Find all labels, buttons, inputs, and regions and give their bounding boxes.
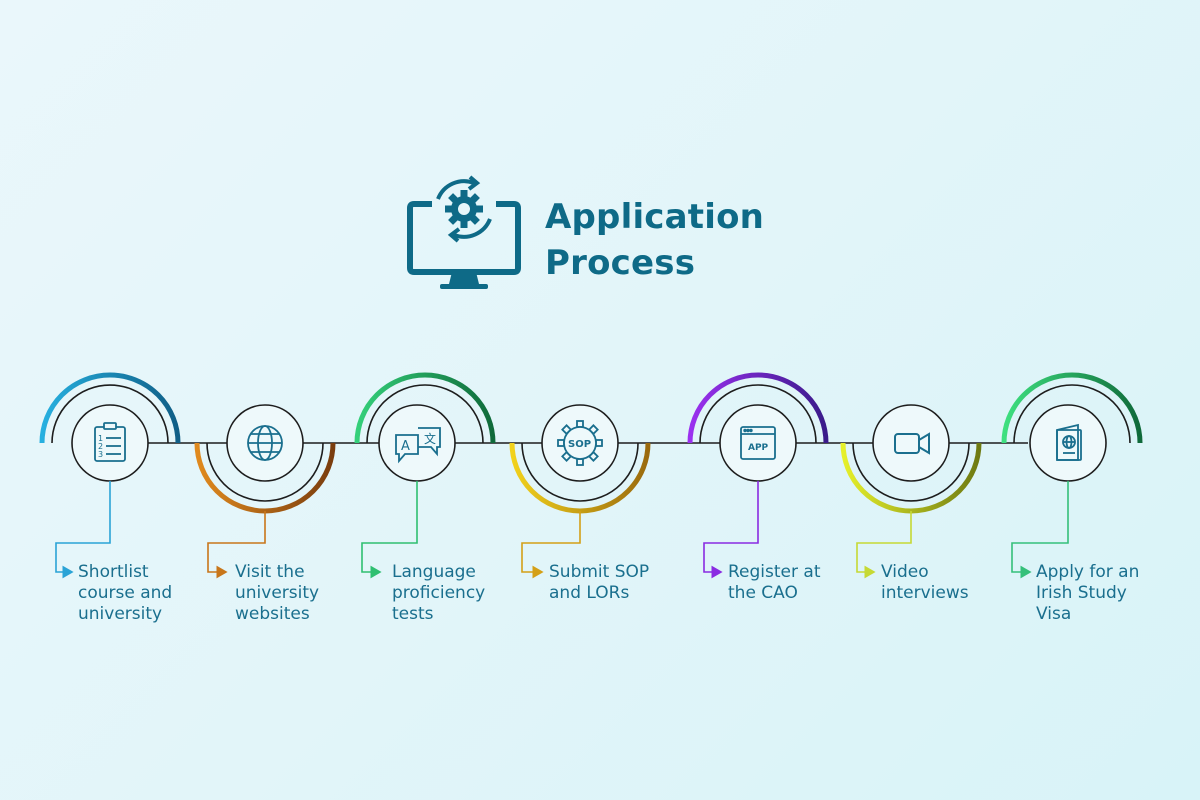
- step-3-color-arc: [354, 372, 496, 444]
- step-1-color-arc: [39, 372, 181, 444]
- step-3-label: Language proficiency tests: [392, 562, 486, 624]
- step-3-node: A 文: [354, 372, 496, 579]
- step-1-node: 1 2 3: [39, 372, 181, 579]
- app-window-icon: APP: [740, 426, 776, 460]
- svg-text:APP: APP: [748, 443, 769, 453]
- svg-text:3: 3: [98, 450, 103, 459]
- step-5-color-arc: [687, 372, 829, 444]
- step-2-label: Visit the university websites: [235, 562, 320, 624]
- passport-icon: [1056, 423, 1082, 461]
- step-5-connector: [703, 481, 759, 579]
- step-4-connector: [521, 511, 581, 579]
- svg-text:文: 文: [424, 431, 436, 446]
- svg-text:A: A: [401, 439, 410, 454]
- svg-text:SOP: SOP: [568, 439, 591, 450]
- step-7-node: [1001, 372, 1143, 579]
- step-2-connector: [207, 511, 266, 579]
- step-7-connector: [1011, 481, 1069, 579]
- step-4-node: SOP: [509, 404, 651, 579]
- video-camera-icon: [894, 432, 930, 455]
- title-line-1: Application: [545, 197, 765, 237]
- step-6-node: [840, 404, 982, 579]
- step-5-node: APP: [687, 372, 829, 579]
- step-6-connector: [856, 511, 912, 579]
- step-6-label: Video interviews: [881, 562, 969, 603]
- title-line-2: Process: [545, 243, 696, 283]
- step-3-connector: [361, 481, 418, 579]
- step-1-label: Shortlist course and university: [78, 562, 173, 624]
- step-7-circle: [1029, 404, 1107, 482]
- step-1-connector: [55, 481, 111, 579]
- sop-gear-icon: SOP: [557, 420, 603, 466]
- step-7-label: Apply for an Irish Study Visa: [1036, 562, 1140, 624]
- step-1-circle: [71, 404, 149, 482]
- step-7-color-arc: [1001, 372, 1143, 444]
- svg-text:1: 1: [98, 434, 103, 443]
- step-3-circle: [378, 404, 456, 482]
- step-4-label: Submit SOP and LORs: [549, 562, 650, 603]
- monitor-gear-icon: [407, 175, 521, 289]
- step-5-label: Register at the CAO: [728, 562, 821, 603]
- numbered-list-clipboard-icon: 1 2 3: [94, 422, 126, 462]
- globe-icon: [247, 425, 283, 461]
- translate-speech-icon: A 文: [395, 427, 441, 464]
- step-2-node: [194, 404, 336, 579]
- step-6-circle: [872, 404, 950, 482]
- svg-text:2: 2: [98, 442, 103, 451]
